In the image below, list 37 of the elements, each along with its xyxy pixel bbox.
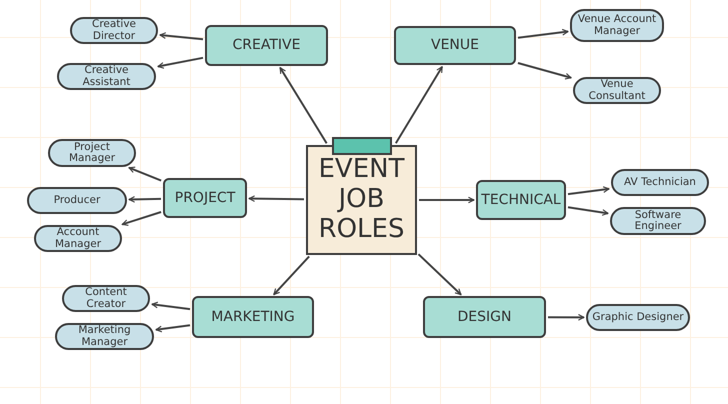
category-box: DESIGN [423, 296, 546, 338]
arrow [273, 256, 310, 296]
arrow [518, 28, 569, 39]
category-box: MARKETING [192, 296, 314, 338]
title-card: EVENT JOB ROLES [306, 145, 417, 255]
arrow [128, 196, 162, 203]
arrow [155, 324, 190, 332]
arrow [418, 253, 462, 296]
role-pill: Content Creator [62, 285, 150, 312]
category-box: PROJECT [163, 178, 247, 218]
role-pill: AV Technician [611, 169, 709, 196]
arrow [419, 196, 475, 204]
role-pill: Account Manager [34, 225, 122, 252]
role-pill: Project Manager [48, 139, 136, 167]
role-pill: Creative Director [70, 17, 158, 44]
category-box: CREATIVE [205, 25, 328, 66]
arrow [122, 211, 162, 226]
role-pill: Producer [27, 187, 127, 214]
category-box: TECHNICAL [476, 180, 566, 220]
role-pill: Creative Assistant [57, 63, 156, 90]
arrow [128, 166, 162, 182]
arrow [159, 32, 204, 40]
arrow [568, 186, 610, 196]
arrow [394, 66, 444, 144]
role-pill: Marketing Manager [55, 323, 154, 350]
arrow [548, 314, 585, 321]
arrow [518, 62, 572, 80]
arrow [568, 206, 609, 216]
arrow [248, 195, 304, 202]
role-pill: Graphic Designer [586, 304, 690, 331]
role-pill: Venue Account Manager [570, 9, 664, 42]
arrow [157, 56, 204, 69]
category-box: VENUE [394, 26, 516, 65]
role-pill: Software Engineer [610, 207, 706, 235]
arrow [279, 67, 328, 144]
role-pill: Venue Consultant [573, 77, 661, 104]
arrow [151, 302, 190, 310]
